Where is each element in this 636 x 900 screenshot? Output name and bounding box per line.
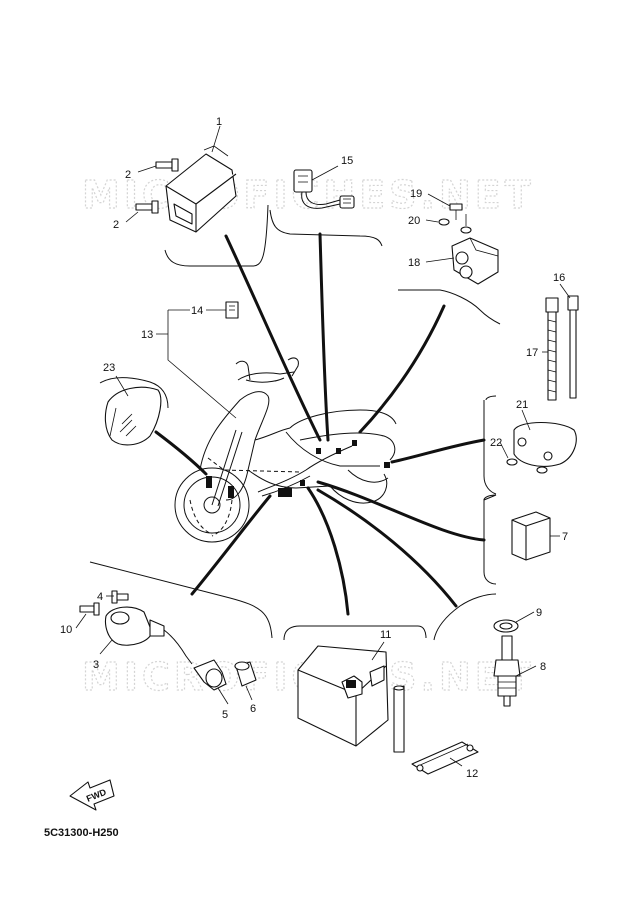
callout-20[interactable]: 20 [408, 215, 420, 227]
callout-9[interactable]: 9 [536, 607, 542, 619]
part-cdi-unit[interactable] [165, 145, 237, 233]
callout-14[interactable]: 14 [191, 305, 203, 317]
part-ignition-coil[interactable] [104, 606, 193, 665]
callout-13[interactable]: 13 [141, 329, 153, 341]
part-bolt-4[interactable] [111, 590, 129, 604]
callout-22[interactable]: 22 [490, 437, 502, 449]
part-bolt-2a[interactable] [155, 158, 179, 172]
part-washer-20a[interactable] [438, 218, 450, 226]
callout-5[interactable]: 5 [222, 709, 228, 721]
callout-19[interactable]: 19 [410, 188, 422, 200]
part-grommet-22b[interactable] [536, 466, 548, 474]
part-bracket-18[interactable] [451, 237, 499, 285]
part-bolt-2b[interactable] [135, 200, 159, 214]
part-washer-9[interactable] [493, 619, 519, 633]
callout-12[interactable]: 12 [466, 768, 478, 780]
connection-lines [154, 232, 486, 616]
part-grommet-22a[interactable] [506, 458, 518, 466]
part-cover-21[interactable] [513, 422, 577, 467]
part-relay-7[interactable] [511, 511, 551, 561]
scooter-outline [174, 357, 397, 543]
callout-2[interactable]: 2 [113, 219, 119, 231]
callout-10[interactable]: 10 [60, 624, 72, 636]
callout-23[interactable]: 23 [103, 362, 115, 374]
callout-2[interactable]: 2 [125, 169, 131, 181]
leader-lines [75, 125, 571, 767]
callout-16[interactable]: 16 [553, 272, 565, 284]
diagram-code: 5C31300-H250 [44, 827, 119, 839]
part-battery-band[interactable] [411, 741, 479, 775]
part-cover-23[interactable] [104, 386, 162, 446]
callout-7[interactable]: 7 [562, 531, 568, 543]
callout-11[interactable]: 11 [380, 629, 391, 641]
forward-arrow-icon: FWD [69, 779, 115, 811]
part-cable-tie-17[interactable] [545, 297, 559, 401]
callout-3[interactable]: 3 [93, 659, 99, 671]
part-relay-lead[interactable] [293, 169, 355, 209]
part-fuse[interactable] [225, 301, 239, 319]
callout-labels: 1 2 2 3 4 5 6 7 8 9 10 11 12 13 14 15 16… [60, 116, 568, 780]
callout-6[interactable]: 6 [250, 703, 256, 715]
callout-4[interactable]: 4 [97, 591, 103, 603]
part-battery[interactable] [297, 645, 405, 753]
part-cap-6[interactable] [234, 661, 257, 687]
callout-18[interactable]: 18 [408, 257, 420, 269]
group-brackets [89, 204, 501, 641]
part-washer-20b[interactable] [460, 214, 472, 234]
part-spark-plug[interactable] [493, 635, 521, 707]
part-screw-19[interactable] [449, 203, 463, 220]
callout-8[interactable]: 8 [540, 661, 546, 673]
part-cable-band-16[interactable] [567, 295, 579, 399]
callout-21[interactable]: 21 [516, 399, 528, 411]
part-bolt-10[interactable] [79, 602, 100, 616]
callout-1[interactable]: 1 [216, 116, 222, 128]
callout-17[interactable]: 17 [526, 347, 538, 359]
part-plug-cap-5[interactable] [193, 659, 227, 691]
callout-15[interactable]: 15 [341, 155, 353, 167]
